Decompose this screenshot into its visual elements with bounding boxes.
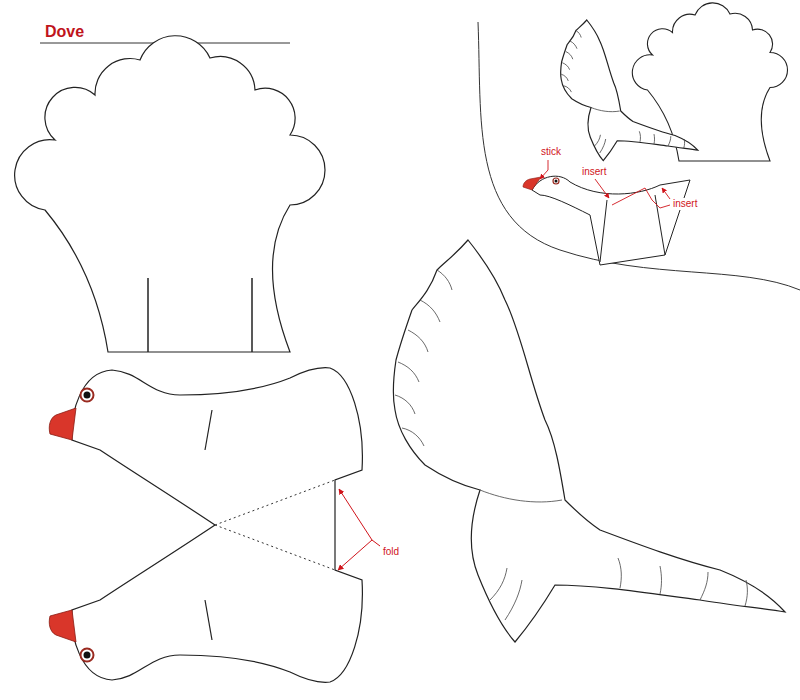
insert-label: insert	[581, 166, 607, 178]
fold-label: fold	[382, 546, 400, 558]
dove-body-piece	[49, 368, 362, 683]
fold-leader	[338, 489, 380, 570]
stick-label: stick	[540, 146, 562, 158]
insert-label: insert	[672, 198, 698, 210]
cloud-piece	[15, 36, 325, 352]
assembled-model	[523, 3, 788, 265]
assembly-leader	[540, 160, 670, 208]
flying-dove-piece	[393, 240, 785, 642]
template-title: Dove	[45, 23, 84, 41]
